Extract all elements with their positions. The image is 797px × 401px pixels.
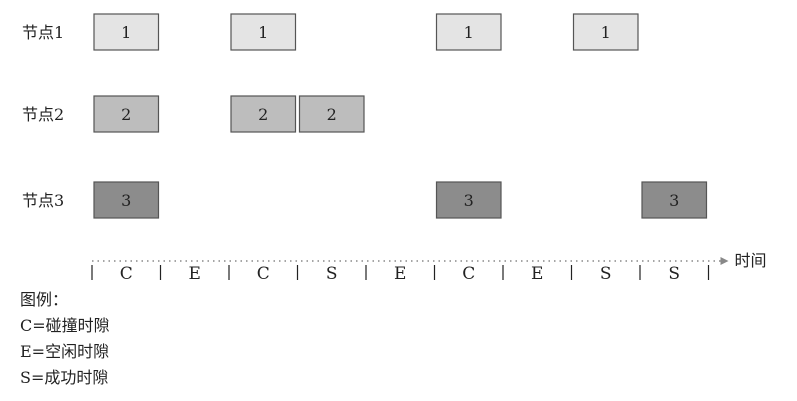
- slot-type-label: E: [189, 264, 201, 284]
- node-label: 节点3: [22, 191, 64, 210]
- node-label: 节点2: [22, 105, 64, 124]
- packet-rect: [435, 181, 502, 219]
- legend-item-idle: E=空闲时隙: [20, 342, 110, 361]
- packet-rect: [93, 181, 160, 219]
- packet-label: 3: [121, 191, 131, 210]
- packet-rect: [230, 13, 297, 51]
- packet-box: 2: [230, 95, 297, 133]
- packet-box: 1: [572, 13, 639, 51]
- slot-type-label: E: [394, 264, 406, 284]
- legend-item-success: S=成功时隙: [20, 368, 109, 387]
- packet-box: 3: [641, 181, 708, 219]
- packet-box: 3: [93, 181, 160, 219]
- packet-label: 3: [669, 191, 679, 210]
- packet-box: 1: [435, 13, 502, 51]
- packet-rect: [435, 13, 502, 51]
- packet-rect: [641, 181, 708, 219]
- slot-type-label: E: [531, 264, 543, 284]
- node-label: 节点1: [22, 23, 64, 42]
- packet-box: 3: [435, 181, 502, 219]
- slot-type-label: S: [668, 264, 680, 284]
- packet-label: 2: [258, 105, 268, 124]
- slot-type-label: S: [600, 264, 612, 284]
- packet-label: 2: [327, 105, 337, 124]
- packet-rect: [298, 95, 365, 133]
- time-axis-label: 时间: [735, 251, 767, 270]
- packet-label: 1: [258, 23, 268, 42]
- legend-item-collision: C=碰撞时隙: [20, 316, 110, 335]
- packet-box: 2: [93, 95, 160, 133]
- slot-type-label: C: [257, 264, 270, 284]
- packet-label: 1: [121, 23, 131, 42]
- packet-box: 1: [93, 13, 160, 51]
- packet-box: 2: [298, 95, 365, 133]
- time-axis-arrow: [720, 257, 729, 265]
- packet-label: 1: [464, 23, 474, 42]
- slot-type-label: C: [120, 264, 133, 284]
- packet-rect: [93, 13, 160, 51]
- packet-box: 1: [230, 13, 297, 51]
- packet-label: 1: [601, 23, 611, 42]
- packet-rect: [93, 95, 160, 133]
- packet-rect: [572, 13, 639, 51]
- packet-label: 3: [464, 191, 474, 210]
- packet-label: 2: [121, 105, 131, 124]
- packet-rect: [230, 95, 297, 133]
- legend-title: 图例：: [20, 290, 69, 309]
- slot-type-label: C: [462, 264, 475, 284]
- slot-type-label: S: [326, 264, 338, 284]
